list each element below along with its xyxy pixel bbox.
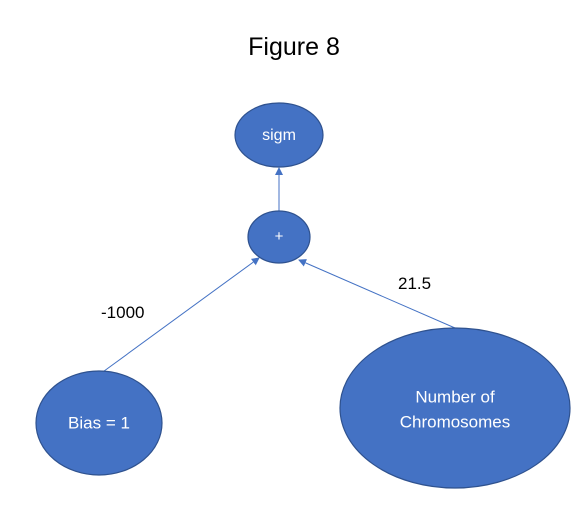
node-bias: Bias = 1 [35,370,163,476]
node-sigm-shape [234,102,324,168]
node-bias-label: Bias = 1 [68,413,130,432]
node-sigm-label: sigm [262,127,296,144]
node-sigm: sigm [234,102,324,168]
node-bias-shape [35,370,163,476]
edge-chromosomes-to-plus [298,259,456,329]
edge-bias-to-plus [99,257,260,375]
chromosomes-weight-label: 21.5 [398,274,431,293]
node-plus-shape [247,210,311,264]
bias-weight-label: -1000 [101,303,144,322]
node-chromosomes-label-line2: Chromosomes [400,412,511,431]
node-chromosomes-shape [339,327,571,489]
node-plus: + [247,210,311,264]
node-chromosomes: Number of Chromosomes [339,327,571,489]
node-chromosomes-label-line1: Number of [415,387,495,406]
node-plus-label: + [275,228,284,245]
figure-title: Figure 8 [248,33,340,61]
